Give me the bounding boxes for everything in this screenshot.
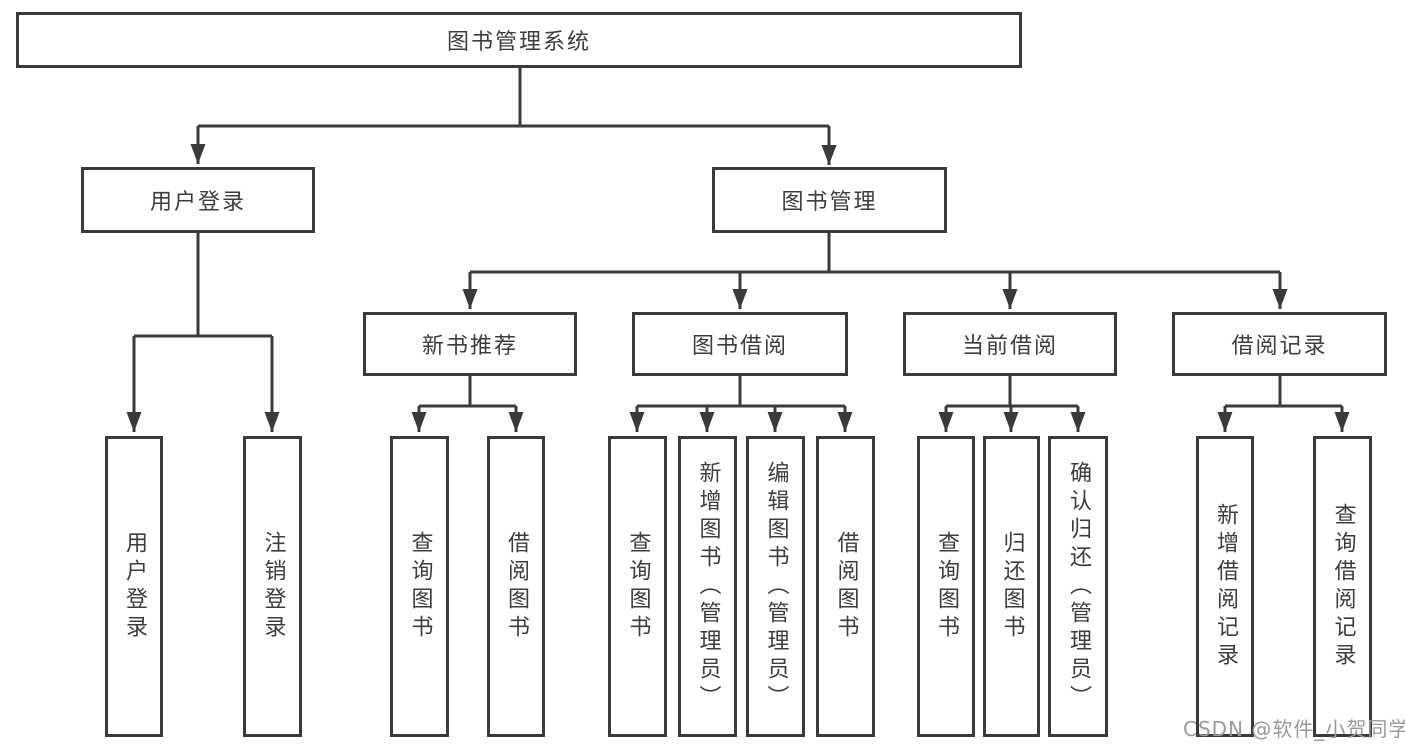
leaf-borrow-add-books-label: 新增图书（管理员） — [695, 460, 721, 713]
leaf-current-return-books-label: 归还图书 — [999, 530, 1025, 643]
leaf-rec-query-books: 查询图书 — [390, 436, 449, 737]
leaf-record-add-label: 新增借阅记录 — [1213, 502, 1238, 671]
leaf-user-login: 用户登录 — [105, 436, 163, 737]
leaf-borrow-add-books: 新增图书（管理员） — [678, 436, 737, 737]
leaf-rec-borrow-books: 借阅图书 — [487, 436, 545, 737]
node-book-borrowing-label: 图书借阅 — [691, 334, 788, 359]
leaf-current-query-books: 查询图书 — [917, 436, 975, 737]
leaf-logout-label: 注销登录 — [260, 530, 286, 643]
node-user-login: 用户登录 — [81, 167, 315, 233]
node-current-borrowing-label: 当前借阅 — [961, 334, 1058, 359]
leaf-logout: 注销登录 — [243, 436, 302, 737]
leaf-rec-query-books-label: 查询图书 — [407, 530, 433, 643]
leaf-user-login-label: 用户登录 — [122, 530, 147, 643]
leaf-borrow-borrow-books-label: 借阅图书 — [833, 530, 859, 643]
node-book-management: 图书管理 — [712, 167, 947, 233]
node-user-login-label: 用户登录 — [149, 190, 246, 215]
leaf-borrow-edit-books: 编辑图书（管理员） — [746, 436, 805, 737]
leaf-record-add: 新增借阅记录 — [1196, 436, 1254, 737]
leaf-current-return-books: 归还图书 — [983, 436, 1040, 737]
node-new-book-recommend: 新书推荐 — [363, 312, 577, 376]
node-book-borrowing: 图书借阅 — [632, 312, 848, 376]
node-borrowing-records: 借阅记录 — [1172, 312, 1387, 376]
node-borrowing-records-label: 借阅记录 — [1231, 334, 1328, 359]
node-root: 图书管理系统 — [16, 12, 1022, 68]
watermark: CSDN @软件_小贺同学 — [1183, 717, 1405, 741]
node-current-borrowing: 当前借阅 — [903, 312, 1117, 376]
node-book-management-label: 图书管理 — [781, 190, 878, 215]
leaf-rec-borrow-books-label: 借阅图书 — [504, 530, 529, 643]
leaf-borrow-query-books: 查询图书 — [608, 436, 667, 737]
leaf-current-query-books-label: 查询图书 — [934, 530, 959, 643]
leaf-record-query: 查询借阅记录 — [1313, 436, 1372, 737]
leaf-current-confirm-return-label: 确认归还（管理员） — [1066, 460, 1091, 713]
leaf-record-query-label: 查询借阅记录 — [1330, 502, 1356, 671]
leaf-borrow-edit-books-label: 编辑图书（管理员） — [763, 460, 789, 713]
leaf-current-confirm-return: 确认归还（管理员） — [1048, 436, 1108, 737]
leaf-borrow-query-books-label: 查询图书 — [625, 530, 651, 643]
node-root-label: 图书管理系统 — [446, 30, 591, 55]
node-new-book-recommend-label: 新书推荐 — [421, 334, 518, 359]
leaf-borrow-borrow-books: 借阅图书 — [816, 436, 875, 737]
